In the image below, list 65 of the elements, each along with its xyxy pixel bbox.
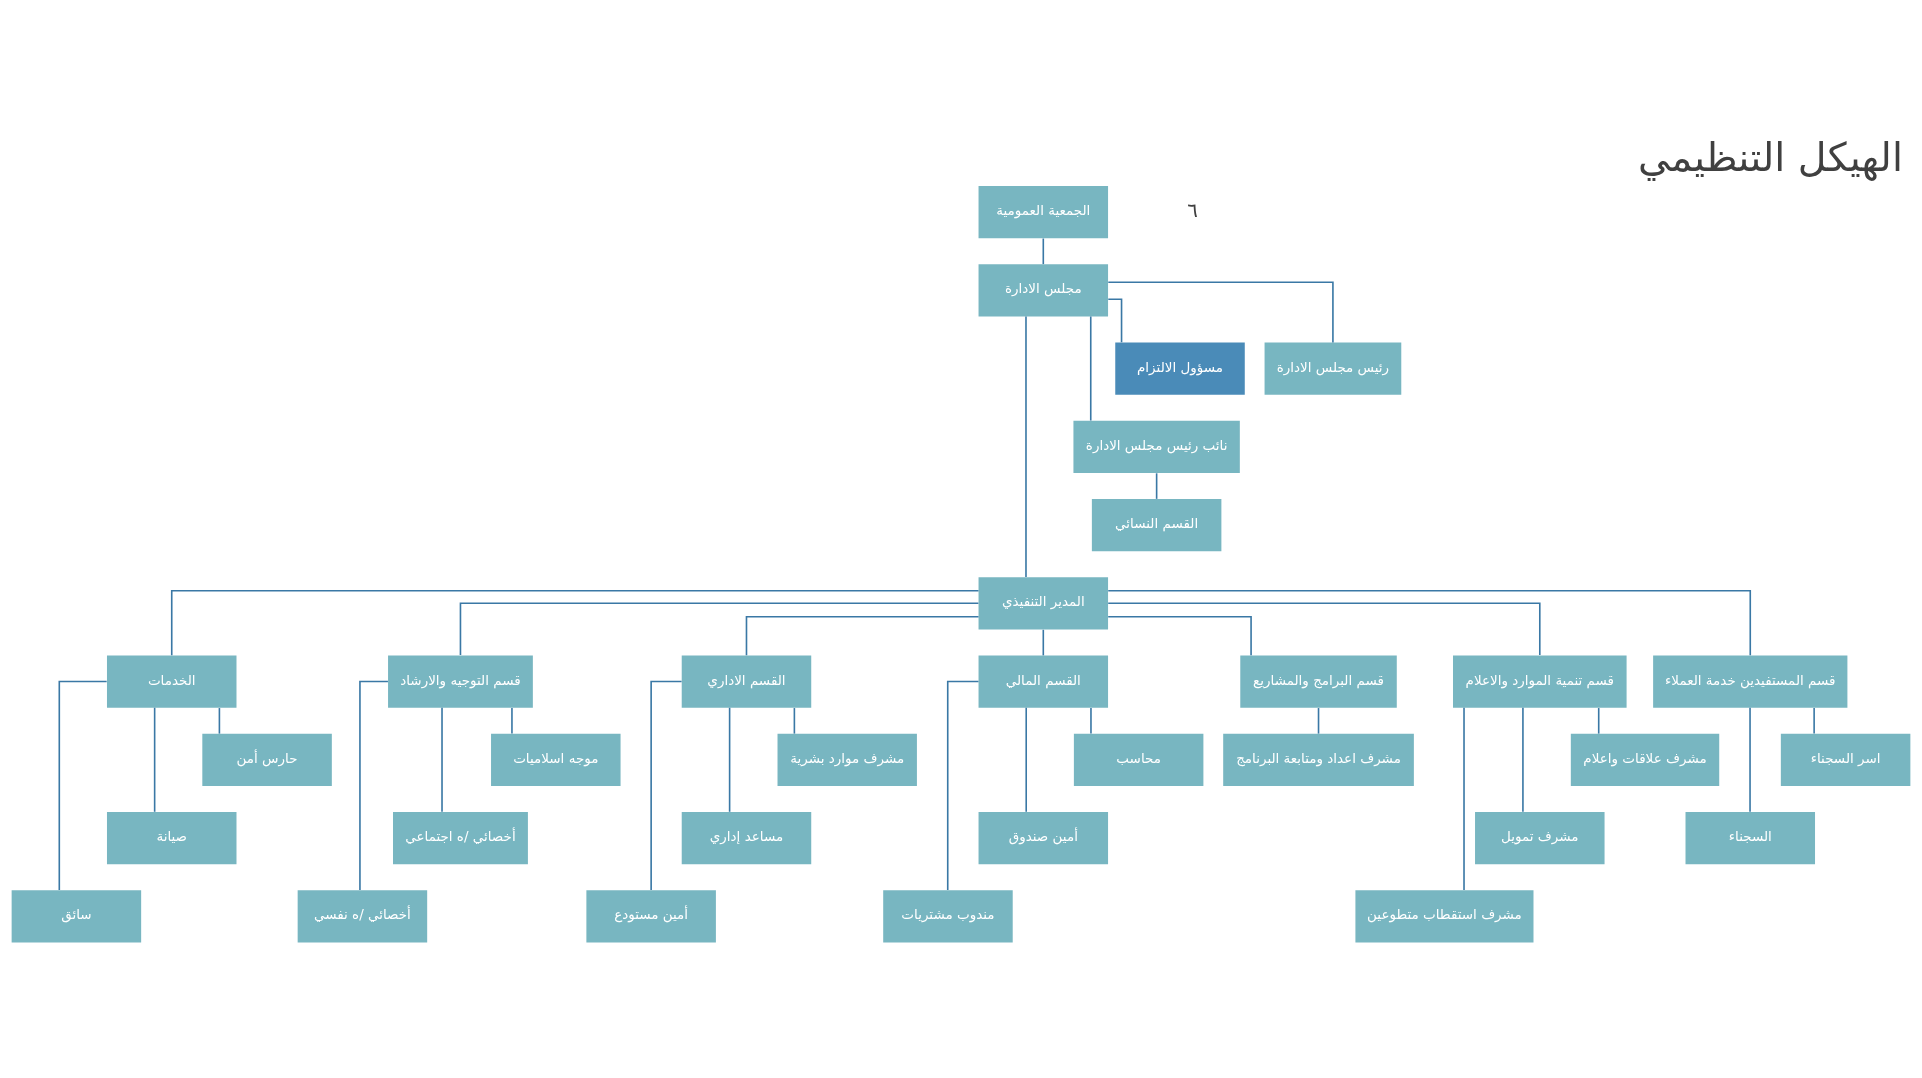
connector [1463,707,1465,891]
node-box: القسم المالي [978,655,1109,708]
node-box: قسم البرامج والمشاريع [1240,655,1397,708]
connector [441,706,443,813]
connector [1317,707,1320,735]
connector [170,589,980,657]
connector [511,707,513,735]
connector [1749,706,1751,813]
node-box: أخصائي /ه نفسي [297,890,428,943]
connector [793,707,796,735]
node-box: اسر السجناء [1780,733,1911,786]
connector [1107,298,1123,344]
node-box: مشرف اعداد ومتابعة البرنامج [1223,733,1414,786]
node-box: مساعد إداري [681,812,812,865]
node-box: مسؤول الالتزام [1115,342,1245,395]
node-box: محاسب [1073,733,1204,786]
diagram-title: الهيكل التنظيمي [1638,133,1903,180]
node-box: أخصائي /ه اجتماعي [393,812,528,865]
node-box: القسم النسائي [1091,498,1222,552]
connector [1042,237,1045,265]
connector [946,680,980,891]
connector [1522,706,1524,813]
node-box: الخدمات [106,655,237,708]
node-box: قسم تنمية الموارد والاعلام [1453,655,1627,708]
connector [1107,616,1252,657]
connector [58,680,108,891]
node-box: مشرف علاقات واعلام [1570,733,1720,786]
connector [359,680,389,891]
connector [728,706,731,813]
connector [1107,602,1541,656]
connector [218,707,221,735]
node-box: مشرف موارد بشرية [777,733,917,786]
node-box: مشرف استقطاب متطوعين [1355,890,1534,943]
node-box: قسم المستفيدين خدمة العملاء [1653,655,1848,708]
connector [1813,707,1815,735]
node-box: مندوب مشتريات [883,890,1013,943]
node-box: حارس أمن [202,733,332,786]
connector [745,616,980,657]
node-box: الجمعية العمومية [978,185,1109,239]
connector [459,602,980,656]
connector [1107,589,1752,657]
node-box: أمين مستودع [586,890,716,943]
node-box: المدير التنفيذي [978,577,1109,630]
connector [153,706,156,813]
connector [650,680,683,891]
node-box: موجه اسلاميات [491,733,621,786]
node-box: أمين صندوق [978,812,1109,865]
node-box: مجلس الادارة [978,264,1109,317]
connector [1025,315,1027,578]
node-box: قسم التوجيه والارشاد [388,655,533,708]
node-box: القسم الاداري [681,655,812,708]
node-box: رئيس مجلس الادارة [1264,342,1402,395]
connector [1597,707,1600,735]
node-box: مشرف تمويل [1475,812,1605,865]
node-box: سائق [11,890,142,943]
label: ٦ [1187,199,1198,223]
connector [1042,629,1045,657]
node-box: صيانة [106,812,237,865]
node-box: نائب رئيس مجلس الادارة [1073,420,1240,473]
connector [1025,706,1027,813]
connector [1107,281,1334,344]
connector [1090,707,1092,735]
connector [1089,315,1092,422]
connector [1155,472,1158,500]
node-box: السجناء [1685,812,1816,865]
